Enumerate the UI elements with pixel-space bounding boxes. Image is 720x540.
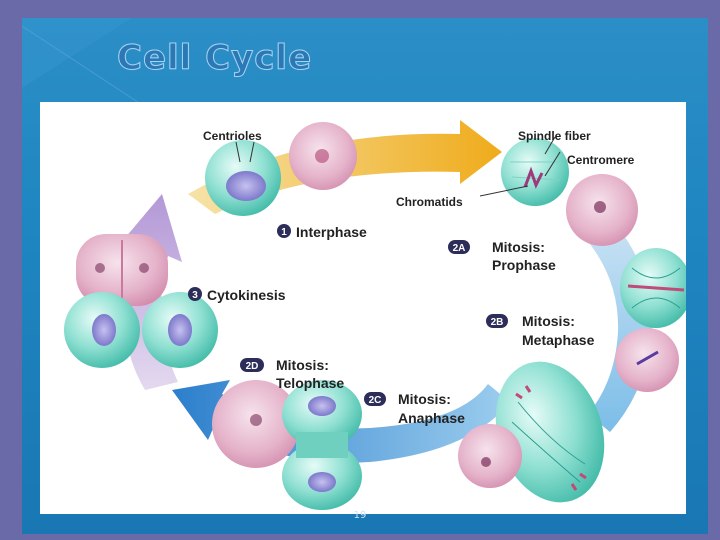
stage-number: 2A	[453, 243, 466, 254]
stage-badge	[448, 240, 470, 254]
stage-number: 2D	[246, 361, 259, 372]
stage-label-line2: Metaphase	[522, 332, 595, 348]
stage-label-line1: Mitosis:	[398, 391, 451, 407]
slide: Cell Cycle	[22, 18, 708, 534]
cytokinesis-cell	[64, 234, 218, 368]
callout-lines	[235, 136, 561, 197]
stage-number: 2C	[369, 395, 382, 406]
anaphase-cell	[458, 361, 605, 503]
stage-label-line2: Prophase	[492, 257, 556, 273]
stage-label-line2: Anaphase	[398, 410, 465, 426]
stage-metaphase: 2B Mitosis: Metaphase	[486, 313, 595, 348]
stage-label: Interphase	[296, 224, 367, 240]
interphase-cell	[205, 122, 357, 216]
stage-prophase: 2A Mitosis: Prophase	[448, 239, 556, 273]
stage-telophase: 2D Mitosis: Telophase	[240, 357, 344, 391]
centrioles-label: Centrioles	[203, 129, 262, 143]
prophase-cell	[501, 138, 638, 246]
stage-badge	[486, 314, 508, 328]
telophase-cell	[212, 380, 362, 510]
stage-number: 3	[192, 290, 198, 301]
stage-label: Cytokinesis	[207, 287, 286, 303]
stage-number: 1	[281, 227, 287, 238]
stage-badge	[188, 287, 202, 301]
stage-cytokinesis: 3 Cytokinesis	[188, 287, 286, 303]
page-number: 19	[353, 510, 367, 521]
stage-interphase: 1 Interphase	[277, 224, 367, 240]
stage-label-line1: Mitosis:	[522, 313, 575, 329]
centromere-label: Centromere	[567, 153, 635, 167]
chromatids-label: Chromatids	[396, 195, 463, 209]
metaphase-cell	[615, 248, 686, 392]
stage-number: 2B	[491, 317, 504, 328]
stage-badge	[240, 358, 264, 372]
stage-label-line2: Telophase	[276, 375, 344, 391]
slide-title: Cell Cycle	[116, 38, 313, 79]
stage-badge	[364, 392, 386, 406]
stage-badge	[277, 224, 291, 238]
cell-cycle-diagram: Centrioles Spindle fiber Centromere Chro…	[64, 120, 686, 510]
stage-label-line1: Mitosis:	[276, 357, 329, 373]
stage-label-line1: Mitosis:	[492, 239, 545, 255]
spindle-fiber-label: Spindle fiber	[518, 129, 591, 143]
diagram-panel: Centrioles Spindle fiber Centromere Chro…	[40, 102, 686, 514]
stage-anaphase: 2C Mitosis: Anaphase	[364, 391, 465, 426]
